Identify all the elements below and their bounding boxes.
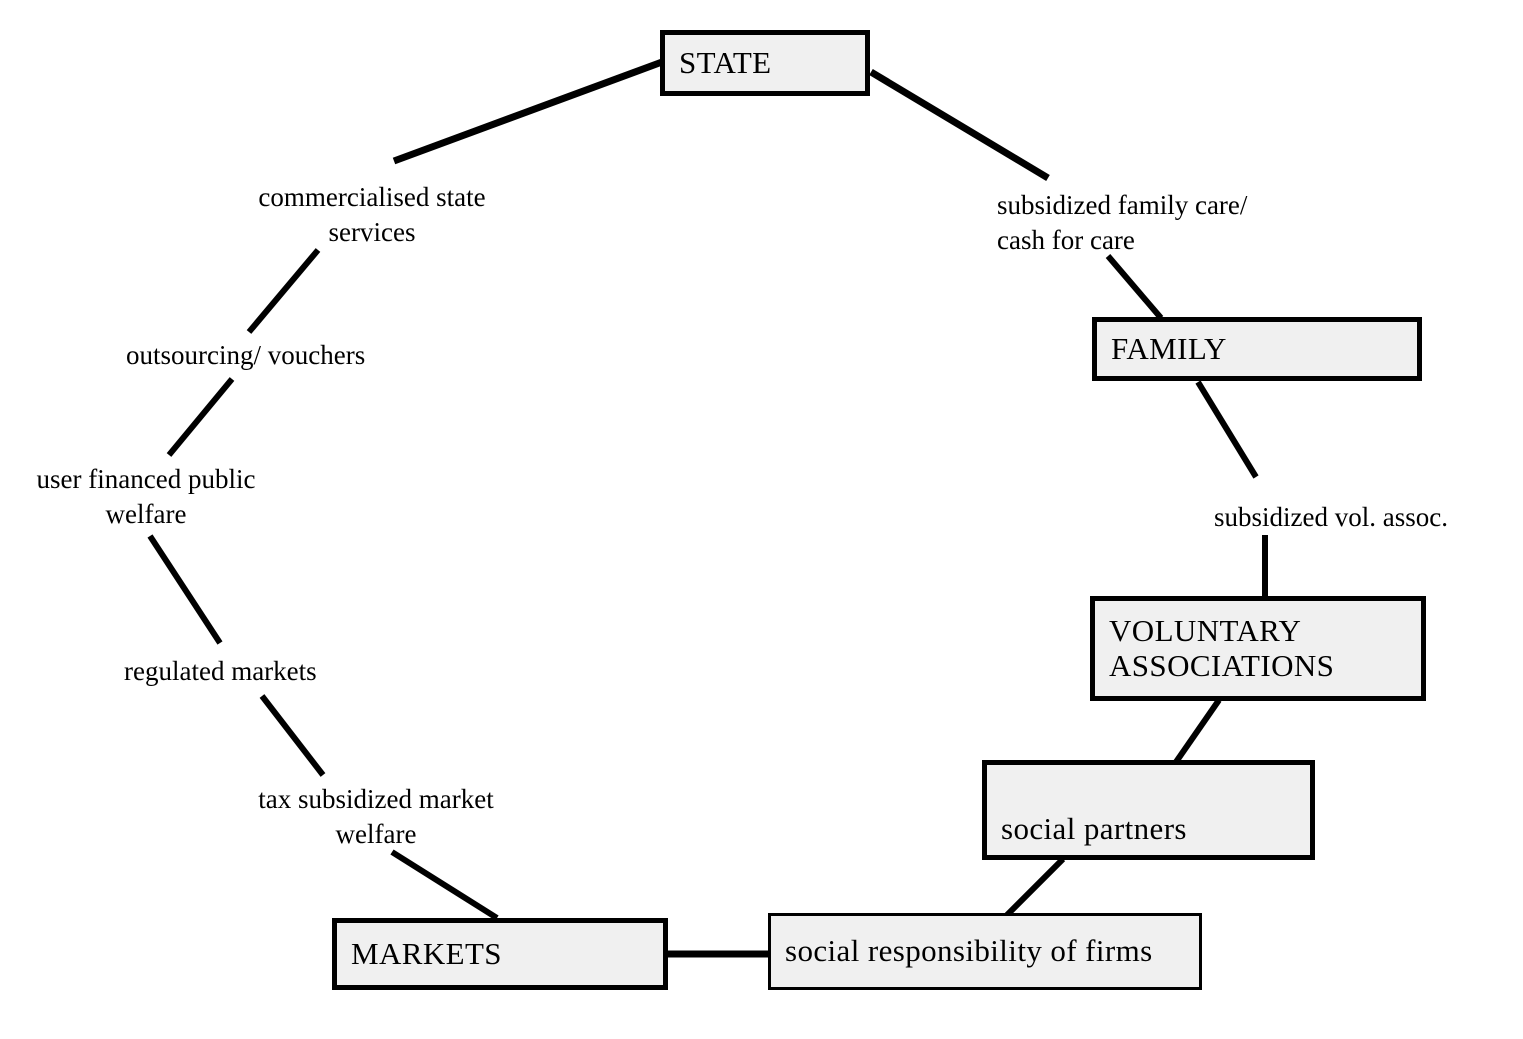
edge-outsourcing-to-userfinanced xyxy=(166,377,235,457)
edge-label-outsourcing-vouchers: outsourcing/ vouchers xyxy=(126,340,366,370)
node-state-label: STATE xyxy=(679,44,772,80)
node-social-responsibility-of-firms[interactable]: social responsibility of firms xyxy=(768,913,1202,990)
edge-socialpartners-to-voluntary xyxy=(1173,698,1222,764)
edge-commercialised-to-outsourcing xyxy=(246,248,321,334)
node-markets-label: MARKETS xyxy=(351,935,502,971)
node-social-partners[interactable]: social partners xyxy=(982,760,1315,860)
node-voluntary-associations[interactable]: VOLUNTARY ASSOCIATIONS xyxy=(1090,596,1426,701)
edge-label-user-financed-public-welfare: user financed public welfare xyxy=(36,464,256,530)
node-voluntary-associations-label: VOLUNTARY ASSOCIATIONS xyxy=(1109,612,1335,683)
edge-subsidizedfamily-to-family xyxy=(1105,254,1164,320)
edge-userfinanced-to-regulated xyxy=(147,534,223,645)
edge-socialresponsibility-to-socialpartners xyxy=(1004,856,1066,918)
edge-label-commercialised-state-services: commercialised state services xyxy=(258,182,486,248)
edge-label-subsidized-family-care: subsidized family care/ cash for care xyxy=(997,190,1248,256)
edge-taxsubsidized-to-markets xyxy=(390,849,499,921)
edge-family-to-subsidizedvol xyxy=(1195,380,1259,479)
edge-state-to-commercialised xyxy=(392,58,664,165)
edge-regulated-to-taxsubsidized xyxy=(259,694,326,777)
node-social-responsibility-of-firms-label: social responsibility of firms xyxy=(785,933,1153,969)
edge-state-to-subsidizedfamily xyxy=(869,68,1050,182)
node-state[interactable]: STATE xyxy=(660,30,870,96)
edge-label-subsidized-vol-assoc: subsidized vol. assoc. xyxy=(1214,502,1448,532)
edge-label-regulated-markets: regulated markets xyxy=(124,656,317,686)
node-family-label: FAMILY xyxy=(1111,330,1227,366)
node-social-partners-label: social partners xyxy=(1001,811,1187,847)
node-markets[interactable]: MARKETS xyxy=(332,918,668,990)
edge-label-tax-subsidized-market-welfare: tax subsidized market welfare xyxy=(258,784,494,850)
node-family[interactable]: FAMILY xyxy=(1092,317,1422,381)
